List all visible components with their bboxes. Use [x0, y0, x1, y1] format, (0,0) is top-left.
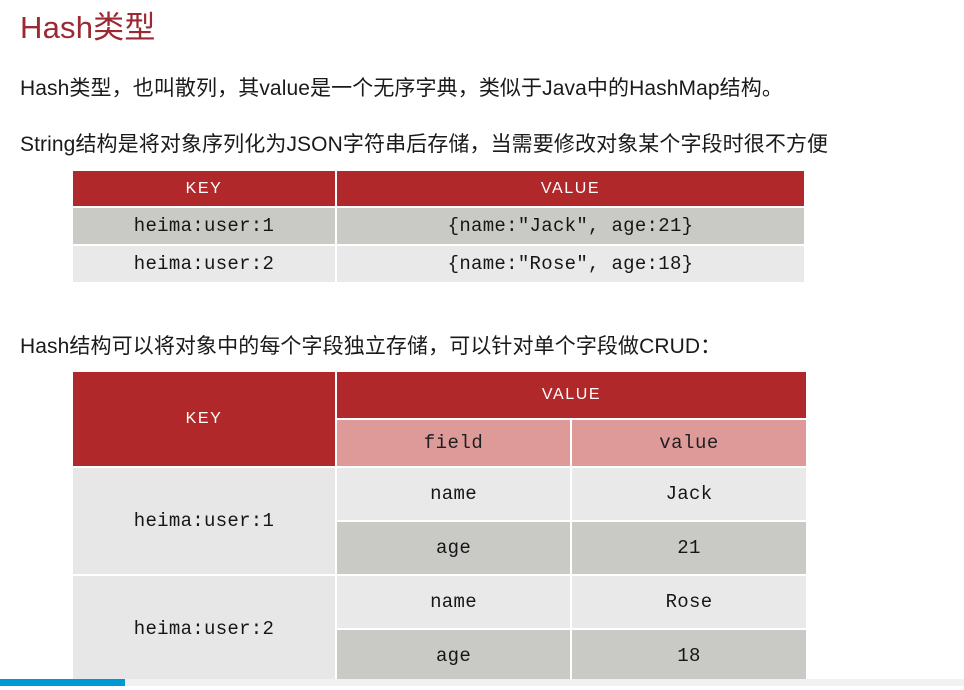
cell-key: heima:user:2	[73, 576, 335, 682]
table-row: heima:user:1 {name:"Jack", age:21}	[73, 208, 804, 244]
table-header-row: KEY VALUE	[73, 372, 806, 466]
column-header-value: VALUE	[337, 171, 804, 206]
column-header-field-value: value	[572, 420, 806, 466]
cell-value: Jack	[572, 468, 806, 520]
cell-value: 21	[572, 522, 806, 574]
cell-key: heima:user:2	[73, 246, 335, 282]
playback-progress-fill	[0, 679, 126, 686]
cell-value: Rose	[572, 576, 806, 628]
column-header-value: VALUE	[337, 372, 806, 418]
cell-field: age	[337, 522, 570, 574]
table-row: age 18	[73, 630, 806, 682]
hash-structure-table: KEY VALUE field value heima:user:1 name …	[71, 370, 808, 684]
table-row: heima:user:2 name Rose	[73, 576, 806, 682]
string-structure-table: KEY VALUE heima:user:1 {name:"Jack", age…	[71, 169, 806, 284]
table-row: heima:user:1 name Jack	[73, 468, 806, 574]
hash-structure-paragraph: Hash结构可以将对象中的每个字段独立存储，可以针对单个字段做CRUD：	[20, 335, 722, 358]
column-header-field: field	[337, 420, 570, 466]
cell-value: {name:"Rose", age:18}	[337, 246, 804, 282]
cell-field: name	[337, 576, 570, 628]
table-row: heima:user:2 {name:"Rose", age:18}	[73, 246, 804, 282]
cell-value: 18	[572, 630, 806, 682]
playback-progress-bar[interactable]	[0, 679, 964, 686]
column-header-key: KEY	[73, 171, 335, 206]
table-row: age 21	[73, 522, 806, 574]
column-header-key: KEY	[73, 372, 335, 466]
cell-key: heima:user:1	[73, 468, 335, 574]
string-structure-paragraph: String结构是将对象序列化为JSON字符串后存储，当需要修改对象某个字段时很…	[20, 133, 829, 156]
cell-value: {name:"Jack", age:21}	[337, 208, 804, 244]
intro-paragraph: Hash类型，也叫散列，其value是一个无序字典，类似于Java中的HashM…	[20, 77, 783, 100]
table-subheader-row: field value	[73, 420, 806, 466]
cell-field: name	[337, 468, 570, 520]
cell-key: heima:user:1	[73, 208, 335, 244]
table-header-row: KEY VALUE	[73, 171, 804, 206]
page-title: Hash类型	[20, 10, 156, 45]
cell-field: age	[337, 630, 570, 682]
